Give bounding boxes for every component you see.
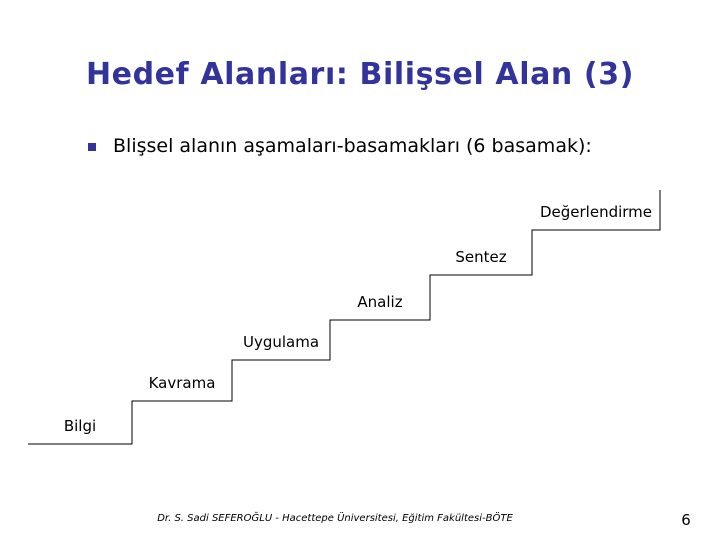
staircase-step-label: Analiz [357,293,403,311]
square-bullet-icon [88,143,96,151]
staircase-step-label: Uygulama [242,333,320,351]
bullet-item-label: Blişsel alanın aşamaları-basamakları (6 … [113,135,592,157]
page-title: Hedef Alanları: Bilişsel Alan (3) [85,57,635,92]
staircase-step-label: Bilgi [63,417,97,435]
page-number: 6 [681,511,691,529]
bullet-list-item: Blişsel alanın aşamaları-basamakları (6 … [88,133,688,159]
staircase-step-label: Değerlendirme [539,203,653,221]
staircase-step-label: Sentez [455,248,507,266]
staircase-step-label: Kavrama [148,374,216,392]
footer-credit: Dr. S. Sadi SEFEROĞLU - Hacettepe Üniver… [157,513,513,524]
staircase-outline [28,190,661,445]
